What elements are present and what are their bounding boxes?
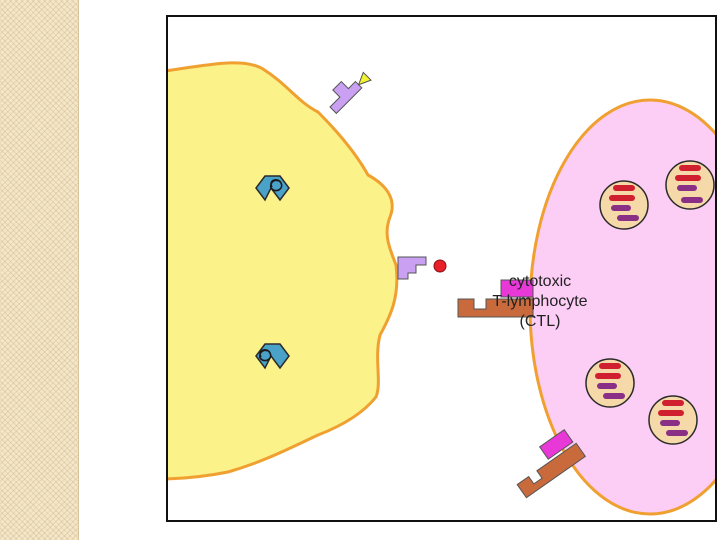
ctl-label-line3: (CTL) — [519, 313, 561, 330]
diagram-canvas — [168, 61, 715, 516]
t-cell-receptor-icon — [457, 279, 534, 318]
mhc-peptide-complex — [397, 256, 447, 280]
granule-icon — [665, 160, 715, 210]
granule-icon — [585, 358, 635, 408]
mhc-molecule-icon — [329, 71, 372, 115]
ctl-diagram: cytotoxic T-lymphocyte (CTL) — [166, 15, 717, 522]
virus-icon — [255, 175, 290, 202]
decorative-side-strip — [0, 0, 79, 540]
granule-icon — [599, 180, 649, 230]
t-cell-receptor-icon — [516, 428, 587, 499]
ctl-label-line1: cytotoxic — [508, 273, 572, 290]
ctl-label-line2: T-lymphocyte — [492, 293, 588, 310]
granule-icon — [648, 395, 698, 445]
virus-icon — [255, 343, 290, 370]
infected-cell — [168, 61, 399, 481]
ctl-label: cytotoxic T-lymphocyte (CTL) — [440, 272, 640, 332]
